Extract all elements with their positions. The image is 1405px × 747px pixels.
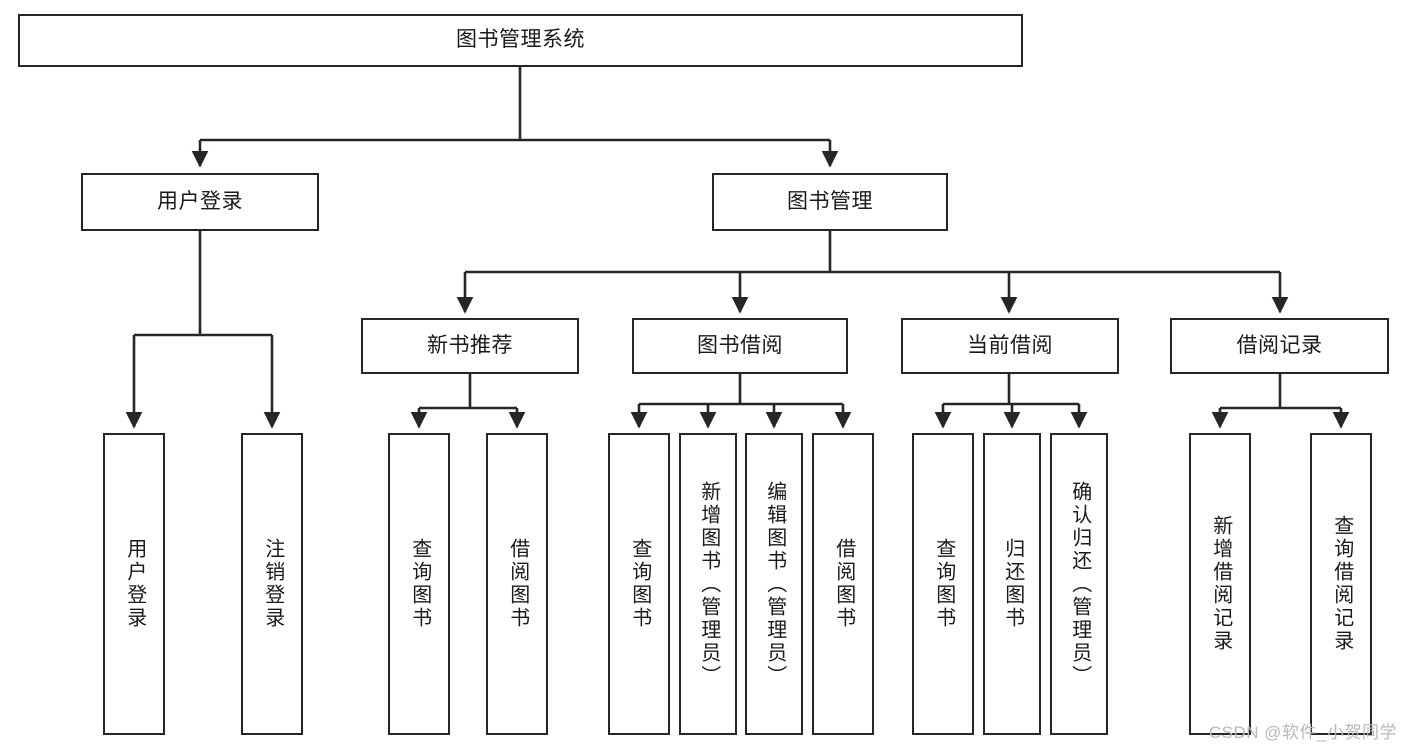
node-borrow-record[interactable]: 借阅记录 — [1170, 318, 1389, 374]
node-current-borrow[interactable]: 当前借阅 — [901, 318, 1119, 374]
leaf-bb-query-book[interactable]: 查询图书 — [608, 433, 670, 735]
leaf-cb-query-book[interactable]: 查询图书 — [912, 433, 974, 735]
leaf-nbr-query-book-label: 查询图书 — [408, 538, 431, 630]
leaf-cb-confirm-return-admin-label: 确认归还（管理员） — [1068, 480, 1091, 688]
leaf-cb-query-book-label: 查询图书 — [932, 538, 955, 630]
leaf-bb-borrow-book[interactable]: 借阅图书 — [812, 433, 874, 735]
leaf-br-query-record-label: 查询借阅记录 — [1330, 515, 1353, 653]
leaf-logout[interactable]: 注销登录 — [241, 433, 303, 735]
leaf-nbr-borrow-book[interactable]: 借阅图书 — [486, 433, 548, 735]
leaf-cb-return-book[interactable]: 归还图书 — [983, 433, 1041, 735]
leaf-bb-edit-book-admin[interactable]: 编辑图书（管理员） — [745, 433, 803, 735]
node-root-label: 图书管理系统 — [456, 28, 585, 52]
leaf-user-login[interactable]: 用户登录 — [103, 433, 165, 735]
node-borrow-record-label: 借阅记录 — [1236, 333, 1323, 357]
leaf-logout-label: 注销登录 — [261, 538, 284, 630]
leaf-bb-edit-book-admin-label: 编辑图书（管理员） — [763, 480, 786, 688]
leaf-user-login-label: 用户登录 — [123, 538, 146, 630]
leaf-br-query-record[interactable]: 查询借阅记录 — [1310, 433, 1372, 735]
node-root[interactable]: 图书管理系统 — [18, 14, 1023, 67]
node-book-management[interactable]: 图书管理 — [712, 173, 948, 231]
leaf-bb-query-book-label: 查询图书 — [628, 538, 651, 630]
node-new-book-recommend[interactable]: 新书推荐 — [361, 318, 579, 374]
leaf-nbr-borrow-book-label: 借阅图书 — [506, 538, 529, 630]
leaf-bb-add-book-admin[interactable]: 新增图书（管理员） — [679, 433, 737, 735]
node-new-book-recommend-label: 新书推荐 — [427, 333, 513, 357]
leaf-cb-return-book-label: 归还图书 — [1001, 538, 1024, 630]
leaf-br-add-record-label: 新增借阅记录 — [1209, 515, 1232, 653]
node-user-login-label: 用户登录 — [157, 189, 243, 213]
leaf-bb-add-book-admin-label: 新增图书（管理员） — [697, 480, 720, 688]
leaf-nbr-query-book[interactable]: 查询图书 — [388, 433, 450, 735]
node-current-borrow-label: 当前借阅 — [967, 333, 1053, 357]
node-book-borrow[interactable]: 图书借阅 — [632, 318, 848, 374]
node-book-management-label: 图书管理 — [787, 189, 873, 213]
node-user-login[interactable]: 用户登录 — [81, 173, 319, 231]
leaf-cb-confirm-return-admin[interactable]: 确认归还（管理员） — [1050, 433, 1108, 735]
leaf-br-add-record[interactable]: 新增借阅记录 — [1189, 433, 1251, 735]
leaf-bb-borrow-book-label: 借阅图书 — [832, 538, 855, 630]
node-book-borrow-label: 图书借阅 — [697, 333, 783, 357]
